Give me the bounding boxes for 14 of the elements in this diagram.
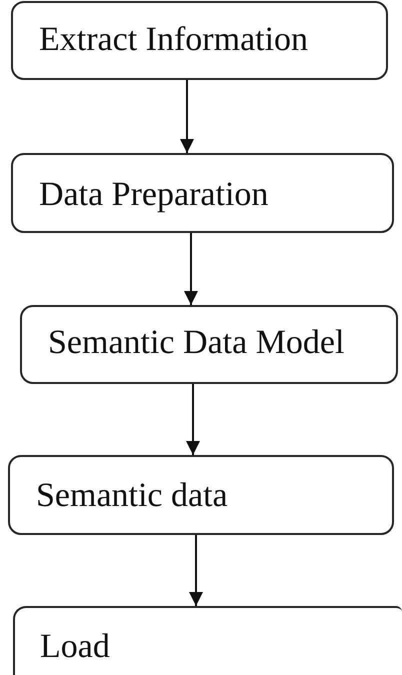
process-box bbox=[8, 455, 394, 535]
box-label: Load bbox=[40, 630, 110, 664]
box-label: Semantic data bbox=[36, 479, 228, 513]
process-box bbox=[11, 1, 388, 80]
process-box bbox=[20, 305, 398, 384]
arrow bbox=[186, 384, 200, 455]
arrow bbox=[189, 535, 203, 606]
process-box bbox=[11, 153, 394, 233]
box-label: Extract Information bbox=[39, 23, 308, 57]
box-label: Data Preparation bbox=[39, 178, 268, 212]
arrow bbox=[180, 80, 194, 153]
process-box bbox=[13, 606, 402, 675]
box-label: Semantic Data Model bbox=[48, 326, 344, 360]
arrow bbox=[184, 233, 198, 305]
